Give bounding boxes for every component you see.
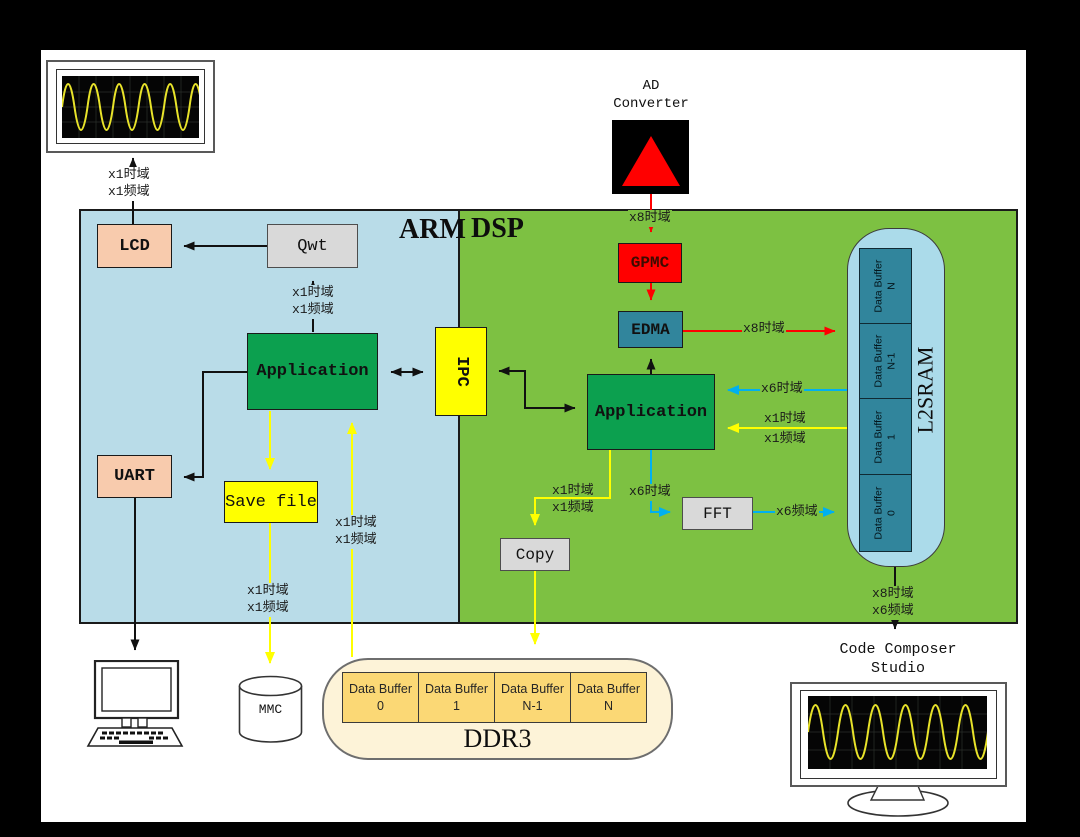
label-edma-l2sram: x8时域 xyxy=(742,321,786,338)
label-monitor-feed-line2: x1频域 xyxy=(107,184,151,201)
arm-region-title: ARM xyxy=(399,214,466,245)
ipc-node: IPC xyxy=(435,327,487,416)
label-savefile-mmc-line2: x1频域 xyxy=(246,600,290,617)
code-composer-studio-label: Code Composer Studio xyxy=(839,641,957,677)
copy-node: Copy xyxy=(500,538,570,571)
label-savefile-mmc-line1: x1时域 xyxy=(246,583,290,600)
arrow-dspapp-to-fft xyxy=(650,450,671,517)
ad-converter-icon xyxy=(612,120,689,194)
arm-display-screen xyxy=(61,76,203,138)
monitor-stand-icon xyxy=(847,786,949,817)
label-app-copy-line1: x1时域 xyxy=(552,483,594,498)
label-qwt-in-line2: x1频域 xyxy=(291,302,335,319)
label-l2sram-ccs-line1: x8时域 xyxy=(871,586,915,603)
fft-node: FFT xyxy=(682,497,753,530)
ddr3-title: DDR3 xyxy=(463,724,532,753)
label-fft-l2sram: x6频域 xyxy=(775,504,819,521)
label-app-copy-line2: x1频域 xyxy=(552,500,594,515)
arrow-ipc-dspapp-bidir xyxy=(498,366,576,413)
label-l2sram-app-x1-line1: x1时域 xyxy=(764,411,806,426)
sine-wave-icon xyxy=(61,76,203,138)
uart-node: UART xyxy=(97,455,172,498)
arm-application-node: Application xyxy=(247,333,378,410)
lcd-node: LCD xyxy=(97,224,172,268)
red-triangle-icon xyxy=(622,136,680,186)
sine-wave-icon xyxy=(807,696,989,769)
edma-node: EDMA xyxy=(618,311,683,348)
qwt-node: Qwt xyxy=(267,224,358,268)
label-l2sram-app-x1-line2: x1频域 xyxy=(764,431,806,446)
mmc-cylinder-icon xyxy=(238,675,303,743)
label-l2sram-app-time: x6时域 xyxy=(760,381,804,398)
save-file-node: Save file xyxy=(224,481,318,523)
ccs-monitor-screen xyxy=(807,696,989,769)
label-app-fft: x6时域 xyxy=(628,484,672,501)
label-l2sram-ccs-line2: x6频域 xyxy=(871,603,915,620)
label-ddr3-armapp-line2: x1频域 xyxy=(334,532,378,549)
arrow-armapp-to-uart xyxy=(183,371,247,482)
label-qwt-in-line1: x1时域 xyxy=(291,285,335,302)
label-ad-out: x8时域 xyxy=(628,210,672,227)
dsp-region-title: DSP xyxy=(471,213,524,244)
label-monitor-feed-line1: x1时域 xyxy=(107,167,151,184)
arrow-dspapp-to-copy xyxy=(530,450,611,526)
ad-converter-label: AD Converter xyxy=(613,78,689,112)
label-ddr3-armapp-line1: x1时域 xyxy=(334,515,378,532)
laptop-icon xyxy=(86,660,184,747)
l2sram-title: L2SRAM xyxy=(912,346,938,434)
dsp-application-node: Application xyxy=(587,374,715,450)
gpmc-node: GPMC xyxy=(618,243,682,283)
mmc-label: MMC xyxy=(258,702,283,717)
